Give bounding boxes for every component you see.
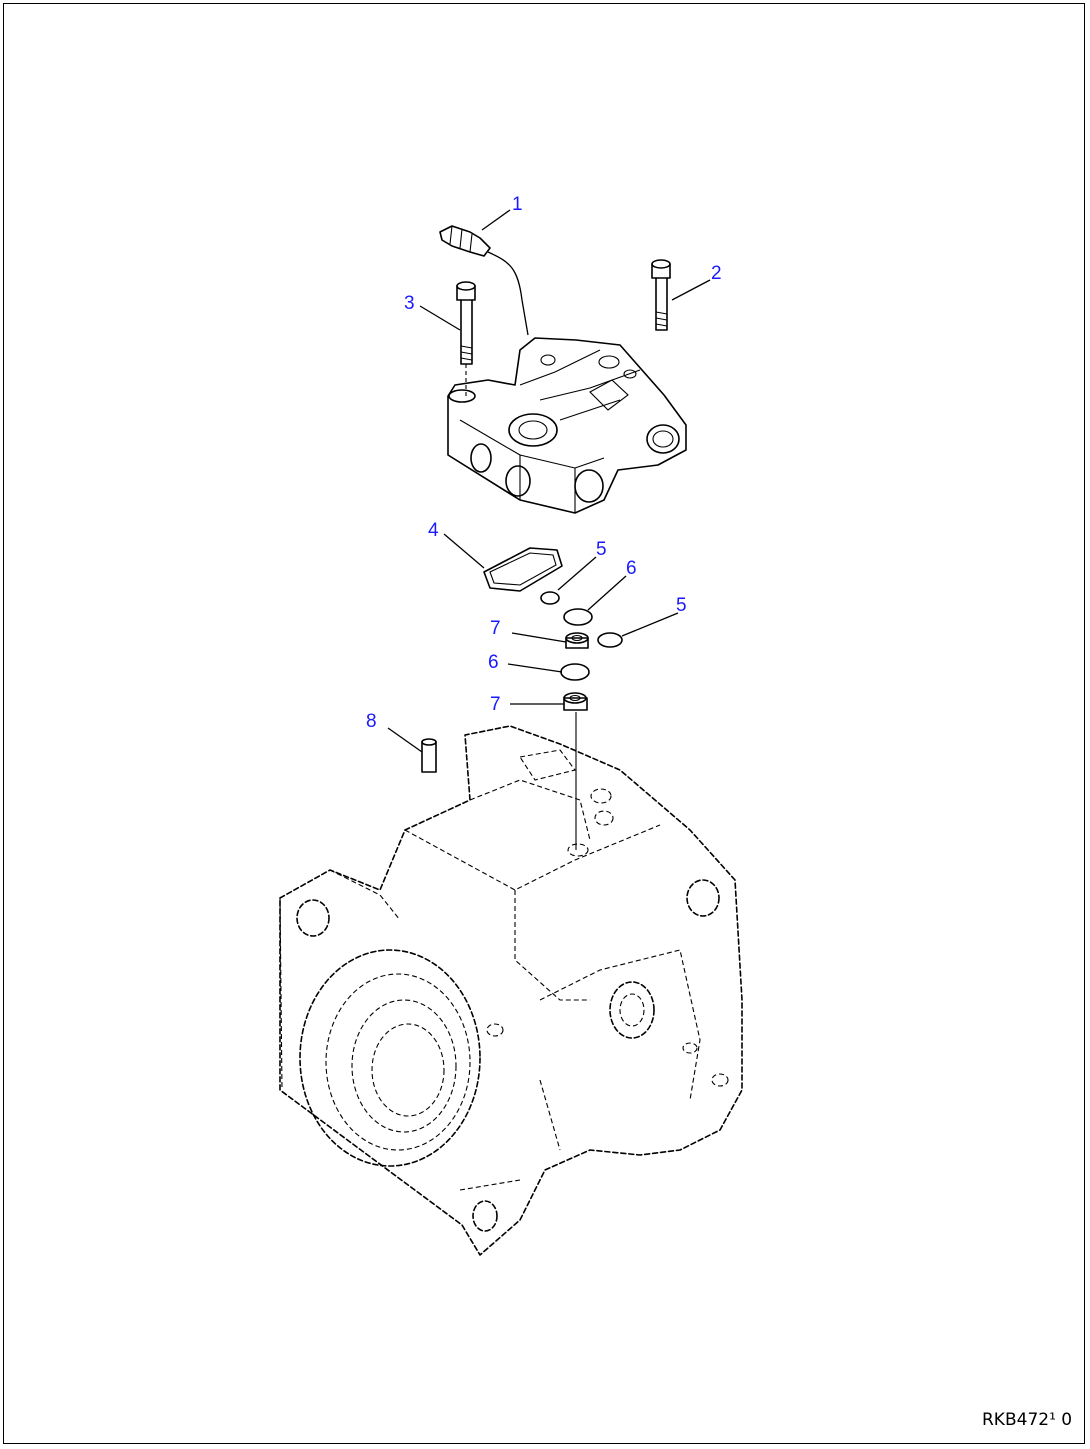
callout-leaders [387,209,711,753]
drawing-frame [3,3,1085,1444]
callout-6a: 6 [626,558,637,579]
o-ring-6a [563,608,593,626]
pin-part-8 [421,738,437,773]
callout-1: 1 [512,194,523,215]
callout-4: 4 [428,520,439,541]
plug-7b [563,692,588,711]
callout-6b: 6 [488,652,499,673]
callout-7b: 7 [490,694,501,715]
o-ring-5b [597,632,623,648]
callout-5b: 5 [676,595,687,616]
callout-3: 3 [404,293,415,314]
plug-7a [565,632,589,649]
callout-labels: 1 2 3 4 5 6 5 7 6 7 8 [366,194,722,732]
pump-housing [279,725,743,1256]
sensor-part [439,225,529,336]
bolt-part-2 [651,259,671,331]
drawing-reference-code: RKB472¹ 0 [982,1410,1072,1430]
o-ring-5a [540,591,560,605]
bolt-part-3 [456,281,476,396]
callout-8: 8 [366,711,377,732]
o-ring-6b [560,663,590,681]
callout-7a: 7 [490,618,501,639]
callout-2: 2 [711,263,722,284]
gasket-part-4 [483,547,563,592]
valve-block [447,337,687,514]
callout-5a: 5 [596,539,607,560]
